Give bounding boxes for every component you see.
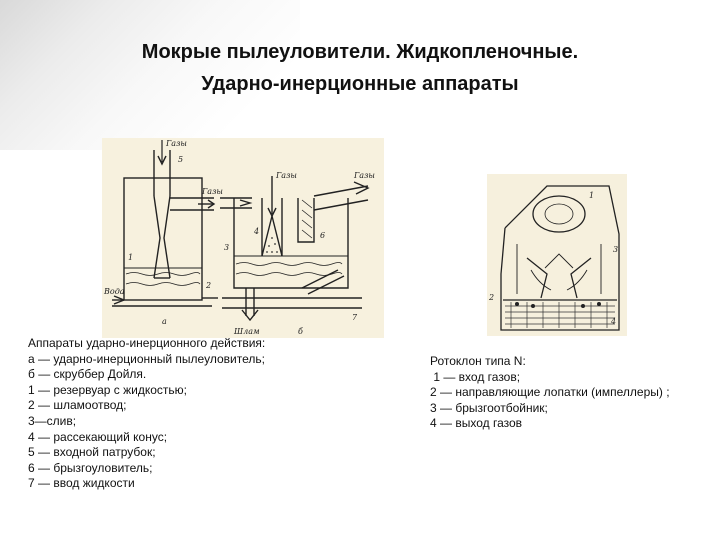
left-caption-line: 6 — брызгоуловитель; xyxy=(28,460,153,475)
right-caption-line: 4 — выход газов xyxy=(430,416,523,431)
label-gases-top: Газы xyxy=(165,139,187,148)
corner-shade xyxy=(0,0,300,150)
right-caption-line: Ротоклон типа N: xyxy=(430,354,526,368)
left-caption-line: 4 — рассекающий конус; xyxy=(28,429,168,444)
left-caption-line: Аппараты ударно-инерционного действия: xyxy=(28,336,266,350)
label-sludge: Шлам xyxy=(233,327,260,336)
label-a: а xyxy=(162,317,167,326)
label-gases-right: Газы xyxy=(353,171,375,180)
label-n3: 3 xyxy=(224,243,229,252)
label-n2: 2 xyxy=(205,281,211,290)
label-n5: 5 xyxy=(178,155,183,164)
left-caption: Аппараты ударно-инерционного действия: а… xyxy=(28,336,265,492)
label-n1: 1 xyxy=(128,253,133,262)
rotoclone-label-n2: 2 xyxy=(488,293,494,302)
rotoclone-svg: 1 2 3 4 xyxy=(488,185,620,331)
label-n6: 6 xyxy=(320,231,325,240)
label-gases-mid: Газы xyxy=(201,187,223,196)
left-caption-line: б — скруббер Дойля. xyxy=(28,367,147,382)
left-caption-line: 3—слив; xyxy=(28,413,77,428)
label-gases-center: Газы xyxy=(275,171,297,180)
title-line-1: Мокрые пылеуловители. Жидкопленочные. xyxy=(141,41,579,63)
impact-collector-drawing: Газы Газы Газы Газы Вода Шлам а б 1 2 3 … xyxy=(102,138,384,338)
right-caption: Ротоклон типа N: 1 — вход газов; 2 — нап… xyxy=(430,354,670,432)
label-n7: 7 xyxy=(352,313,358,322)
left-caption-line: 1 — резервуар с жидкостью; xyxy=(28,382,188,397)
left-caption-line: 2 — шламоотвод; xyxy=(28,398,127,413)
impact-collector-svg: Газы Газы Газы Газы Вода Шлам а б 1 2 3 … xyxy=(103,139,375,336)
rotoclone-drawing: 1 2 3 4 xyxy=(487,174,627,336)
label-n4: 4 xyxy=(253,227,259,236)
label-water: Вода xyxy=(103,287,125,296)
title-line-2: Ударно-инерционные аппараты xyxy=(201,73,519,95)
left-caption-line: 7 — ввод жидкости xyxy=(28,476,135,491)
left-caption-line: 5 — входной патрубок; xyxy=(28,445,156,460)
right-caption-line: 1 — вход газов; xyxy=(430,369,521,384)
right-caption-line: 2 — направляющие лопатки (импеллеры) ; xyxy=(430,385,670,400)
slide-title: Мокрые пылеуловители. Жидкопленочные. Уд… xyxy=(20,36,700,100)
rotoclone-label-n4: 4 xyxy=(610,317,616,326)
right-caption-line: 3 — брызгоотбойник; xyxy=(430,400,548,415)
left-caption-line: а — ударно-инерционный пылеуловитель; xyxy=(28,351,265,366)
label-b: б xyxy=(298,327,303,336)
rotoclone-label-n1: 1 xyxy=(589,191,594,200)
rotoclone-label-n3: 3 xyxy=(613,245,618,254)
